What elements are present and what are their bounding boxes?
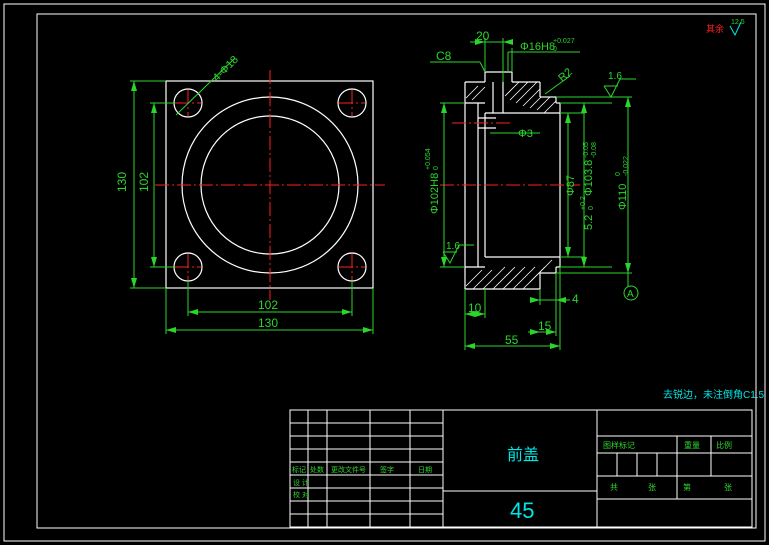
hdr-change-file: 更改文件号	[331, 465, 366, 474]
section-hatching	[465, 81, 557, 290]
sheet-number-unit: 张	[724, 483, 732, 492]
dim-102-vertical: 102	[137, 172, 151, 192]
center-lines	[155, 70, 385, 300]
sheet-number-label: 第	[683, 482, 691, 492]
dim-phi87: Φ87	[565, 175, 577, 196]
dim-20: 20	[476, 29, 490, 43]
sheet-border	[3, 3, 766, 542]
dim-55: 55	[505, 333, 519, 347]
tol-5-2-lower: 0	[588, 206, 595, 210]
dim-phi110: Φ110	[617, 184, 629, 210]
front-arrows	[131, 81, 373, 333]
roughness-note-value: 12.5	[731, 19, 745, 26]
bolt-hole-tr	[337, 88, 367, 118]
roughness-symbols	[442, 78, 636, 265]
tol-phi110-lower: -0.022	[623, 156, 630, 176]
dim-r2: R2	[556, 66, 574, 84]
roughness-2: 1.6	[446, 241, 460, 252]
section-view: A 20 C8 Φ16H8 +0.027 0 R2 1.6 1.6 Φ3 Φ10…	[425, 29, 639, 350]
roughness-1: 1.6	[608, 71, 622, 82]
tol-bore16-upper: +0.027	[553, 38, 575, 45]
dim-15: 15	[538, 319, 552, 333]
section-center-lines	[440, 122, 580, 186]
dim-130-horizontal: 130	[258, 316, 278, 330]
material: 45	[510, 498, 534, 523]
dim-102-horizontal: 102	[258, 298, 278, 312]
tol-phi102-lower: 0	[433, 166, 440, 170]
sheet-total-label: 共	[610, 483, 618, 492]
section-arrows	[441, 39, 631, 349]
section-outline	[464, 71, 561, 290]
tech-requirement: 去锐边，未注倒角C1.5	[663, 388, 765, 401]
section-dimension-lines	[430, 38, 632, 350]
dim-10: 10	[468, 301, 482, 315]
dim-130-vertical: 130	[115, 172, 129, 192]
front-dimension-lines	[130, 57, 374, 334]
sheet-total-unit: 张	[648, 483, 656, 492]
datum-circle	[623, 285, 639, 301]
roughness-note-label: 其余	[706, 23, 724, 34]
tol-phi102-upper: +0.054	[425, 148, 432, 170]
front-view: 4-Φ18 130 102 102 130	[115, 54, 385, 334]
datum-label: A	[627, 289, 634, 300]
scale-label: 比例	[716, 440, 732, 450]
hdr-sign: 签字	[380, 465, 394, 474]
hole-callout: 4-Φ18	[211, 54, 241, 84]
tol-phi110-upper: 0	[615, 172, 622, 176]
row-design: 设 计	[293, 478, 309, 487]
title-block-grid	[289, 409, 753, 528]
stage-mark-label: 图样标记	[603, 440, 635, 450]
dim-phi102: Φ102H8	[429, 173, 441, 214]
weight-label: 重量	[684, 440, 700, 450]
dim-bore16: Φ16H8	[520, 41, 555, 53]
roughness-note-symbol	[729, 21, 742, 37]
tol-bore16-lower: 0	[553, 46, 557, 53]
hdr-count: 处数	[310, 465, 324, 474]
dim-phi103: Φ103.8	[583, 160, 595, 196]
dim-5-2: 5.2	[583, 215, 595, 230]
dim-phi3: Φ3	[518, 128, 533, 140]
tol-5-2-upper: +0.2	[580, 196, 587, 210]
tol-phi103-upper: -0.05	[583, 142, 590, 158]
dim-c8: C8	[436, 49, 452, 63]
row-review: 校 对	[293, 490, 309, 499]
part-name: 前盖	[507, 446, 539, 464]
tol-phi103-lower: -0.08	[591, 142, 598, 158]
dim-4: 4	[572, 292, 579, 306]
drawing-frame	[36, 13, 757, 529]
hdr-mark: 标记	[292, 465, 306, 474]
hdr-date: 日期	[418, 466, 432, 474]
